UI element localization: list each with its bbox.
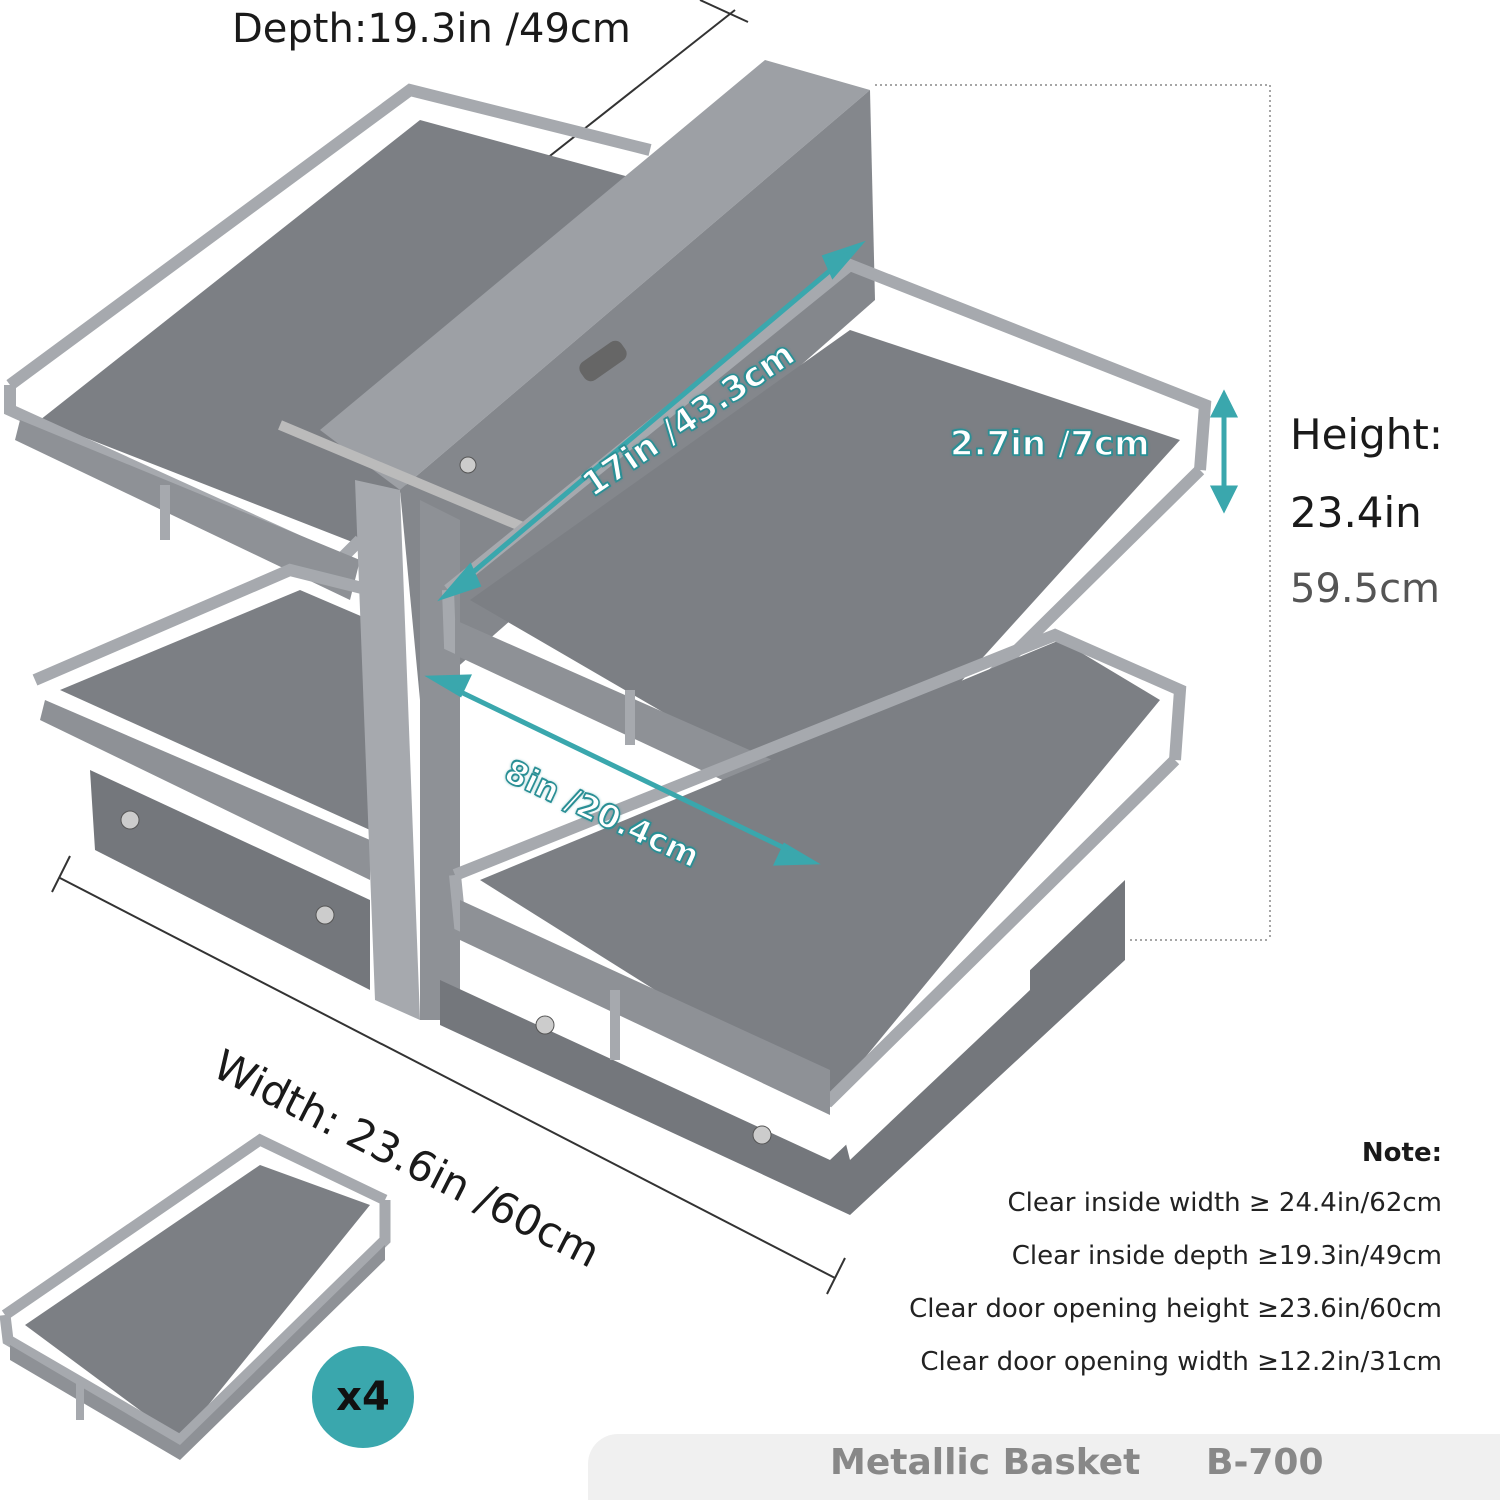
product-name: Metallic Basket	[830, 1442, 1141, 1483]
note-line: Clear door opening width ≥12.2in/31cm	[920, 1347, 1442, 1377]
lower-right-basket	[440, 628, 1187, 1215]
single-basket-thumbnail	[0, 1133, 391, 1460]
upper-left-basket	[4, 83, 652, 600]
height-guide	[875, 84, 1271, 941]
height-centimeters: 59.5cm	[1290, 566, 1441, 612]
depth-label: Depth:19.3in /49cm	[232, 6, 631, 52]
product-footer: Metallic Basket B-700	[588, 1434, 1500, 1500]
lower-left-basket	[32, 563, 372, 990]
shelf-height-label: 2.7in /7cm	[949, 423, 1150, 465]
center-column	[278, 60, 875, 1020]
note-line: Clear inside width ≥ 24.4in/62cm	[1007, 1188, 1442, 1218]
width-dimension-line	[51, 855, 846, 1295]
note-line: Clear door opening height ≥23.6in/60cm	[909, 1294, 1442, 1324]
product-model: B-700	[1206, 1442, 1324, 1483]
height-inches: 23.4in	[1290, 488, 1422, 537]
note-title: Note:	[1361, 1138, 1442, 1168]
note-line: Clear inside depth ≥19.3in/49cm	[1011, 1241, 1442, 1271]
teal-dimension-arrows	[424, 240, 1239, 866]
quantity-badge: x4	[312, 1346, 414, 1448]
height-title: Height:	[1290, 410, 1443, 459]
